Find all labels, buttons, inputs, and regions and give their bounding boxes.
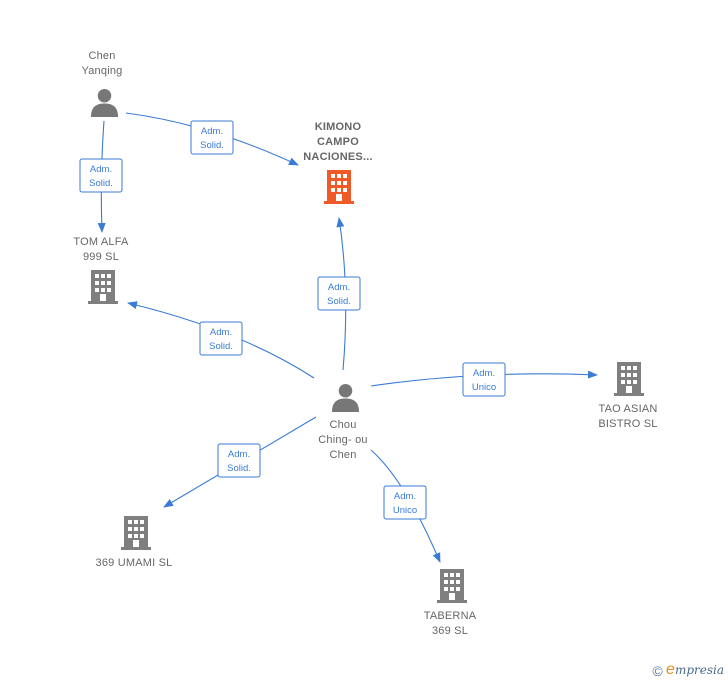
edge-label-line: Adm.: [228, 449, 250, 460]
nodes-layer: Chen Yanqing KIMONO CAMPO NACIONES... TO…: [73, 50, 657, 637]
node-label-line: 369 SL: [432, 625, 468, 637]
edge-chen-tom[interactable]: Adm. Solid.: [79, 120, 123, 233]
edge-chou-umami[interactable]: Adm. Solid.: [163, 416, 317, 508]
node-chen-yanqing[interactable]: Chen Yanqing: [82, 50, 123, 117]
brand-name: mpresia: [674, 663, 724, 677]
node-label-line: CAMPO: [317, 136, 359, 148]
edge-label-line: Adm.: [201, 126, 223, 137]
node-label-line: Chou: [329, 419, 356, 431]
node-label-line: 369 UMAMI SL: [96, 557, 173, 569]
edge-label-line: Solid.: [327, 296, 351, 307]
edge-label-line: Solid.: [227, 463, 251, 474]
node-taberna[interactable]: TABERNA 369 SL: [424, 569, 477, 637]
node-label-line: Chen: [88, 50, 115, 62]
edge-label-line: Solid.: [209, 341, 233, 352]
edge-label-line: Solid.: [200, 140, 224, 151]
brand-initial: e: [666, 661, 675, 678]
building-icon: [121, 516, 151, 550]
node-label-line: KIMONO: [315, 121, 362, 133]
edge-chen-kimono[interactable]: Adm. Solid.: [125, 112, 299, 166]
node-label-line: TABERNA: [424, 610, 477, 622]
node-label-line: Yanqing: [82, 65, 123, 77]
edge-chou-taberna[interactable]: Adm. Unico: [370, 449, 441, 563]
node-label-line: BISTRO SL: [598, 418, 657, 430]
node-chou[interactable]: Chou Ching- ou Chen: [318, 383, 368, 461]
node-label-line: Ching- ou: [318, 434, 368, 446]
copyright-icon: ©: [652, 662, 663, 679]
node-umami[interactable]: 369 UMAMI SL: [96, 516, 173, 569]
node-label-line: Chen: [329, 449, 356, 461]
edge-label-line: Solid.: [89, 178, 113, 189]
edge-label-line: Adm.: [473, 368, 495, 379]
person-icon: [90, 88, 119, 117]
node-tom-alfa[interactable]: TOM ALFA 999 SL: [73, 236, 129, 304]
building-icon: [324, 170, 354, 204]
edge-chou-tao[interactable]: Adm. Unico: [370, 362, 598, 397]
edge-chou-tom[interactable]: Adm. Solid.: [127, 301, 315, 379]
node-label-line: NACIONES...: [303, 151, 372, 163]
node-label-line: TOM ALFA: [73, 236, 129, 248]
edge-label-line: Adm.: [328, 282, 350, 293]
edge-chou-kimono[interactable]: Adm. Solid.: [317, 217, 361, 371]
node-kimono[interactable]: KIMONO CAMPO NACIONES...: [303, 121, 373, 204]
building-icon: [614, 362, 644, 396]
person-icon: [331, 383, 360, 412]
node-label-line: 999 SL: [83, 251, 119, 263]
building-icon: [437, 569, 467, 603]
building-icon: [88, 270, 118, 304]
node-tao-asian[interactable]: TAO ASIAN BISTRO SL: [598, 362, 657, 430]
node-label-line: TAO ASIAN: [598, 403, 657, 415]
edge-label-line: Adm.: [394, 491, 416, 502]
footer-brand: © empresia: [652, 661, 724, 679]
edge-label-line: Unico: [472, 382, 496, 393]
edge-label-line: Adm.: [90, 164, 112, 175]
edges-layer: Adm. Solid. Adm. Solid. Adm. Solid. Adm.…: [79, 112, 598, 563]
edge-label-line: Unico: [393, 505, 417, 516]
edge-label-line: Adm.: [210, 327, 232, 338]
